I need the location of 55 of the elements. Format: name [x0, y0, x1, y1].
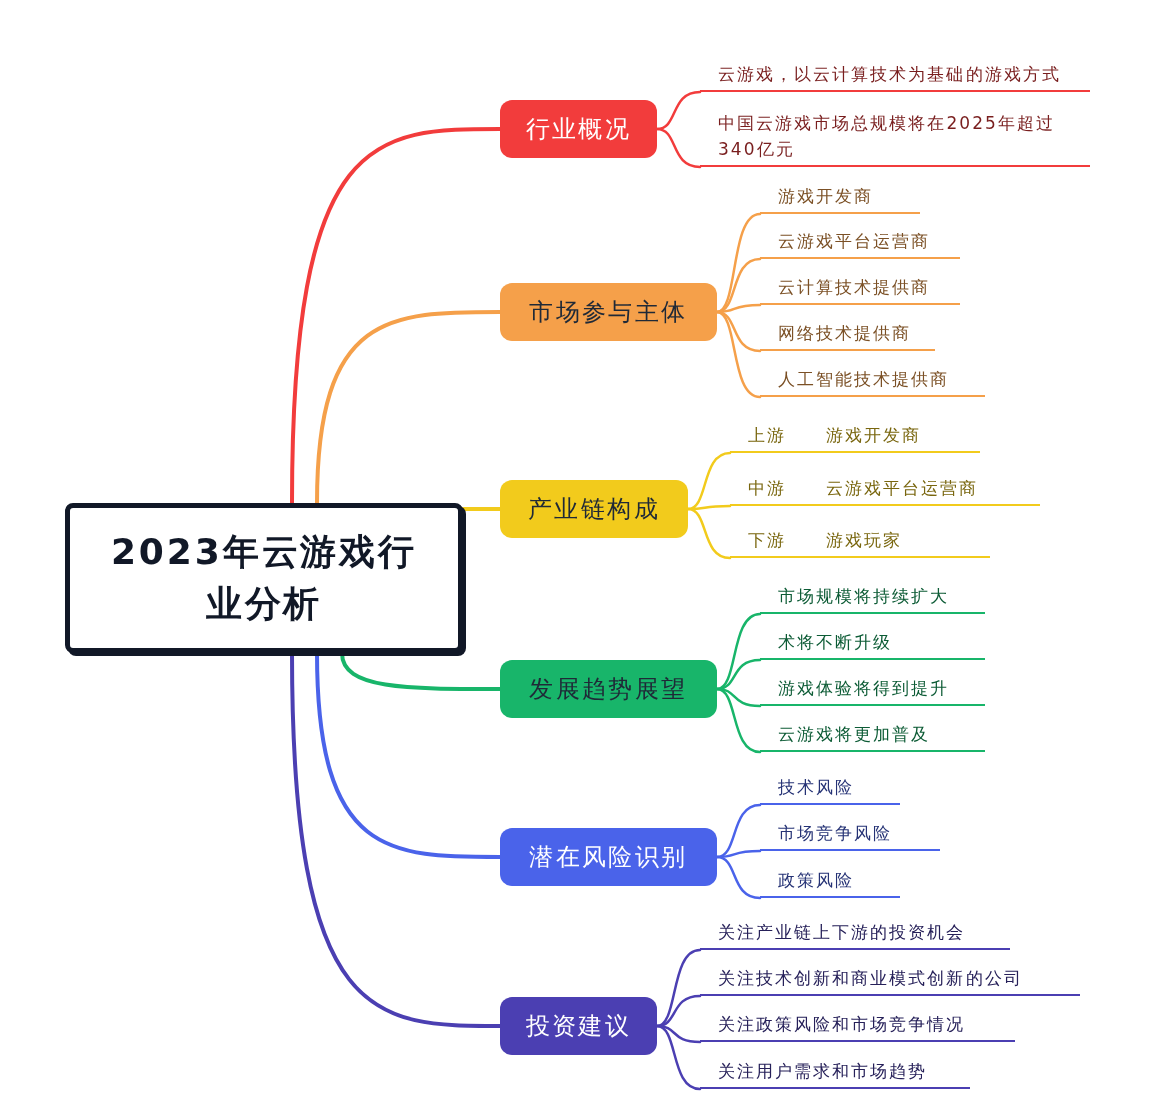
- subtopic-text: 云游戏，以云计算技术为基础的游戏方式: [718, 62, 1061, 86]
- subtopic-item: [760, 584, 985, 614]
- subtopic-item: [700, 1012, 1015, 1042]
- subtopic-text: 技术风险: [778, 775, 855, 799]
- branch-line: [715, 855, 762, 900]
- subtopic-text: 术将不断升级: [778, 630, 893, 654]
- subtopic-text: 云游戏平台运营商: [826, 476, 979, 500]
- subtopic-text: 关注产业链上下游的投资机会: [718, 920, 966, 944]
- subtopic-item: [700, 1059, 970, 1089]
- branch-line: [715, 310, 762, 399]
- subtopic-text: 中游: [748, 476, 787, 500]
- branch-topic-box: [500, 283, 717, 341]
- subtopic-text: 市场规模将持续扩大: [778, 584, 950, 608]
- subtopic-text: 关注政策风险和市场竞争情况: [718, 1012, 966, 1036]
- branch-topic-text: 发展趋势展望: [529, 674, 688, 705]
- branch-line: [315, 310, 502, 505]
- branch-topic-text: 潜在风险识别: [529, 842, 688, 873]
- subtopic-text: 游戏开发商: [778, 184, 874, 208]
- branch-topic-box: [500, 660, 717, 718]
- branch-topic-box: [500, 997, 657, 1055]
- branch-line: [686, 507, 732, 560]
- subtopic-text: 游戏体验将得到提升: [778, 676, 950, 700]
- subtopic-text: 政策风险: [778, 868, 855, 892]
- branch-topic-text: 投资建议: [525, 1011, 632, 1042]
- branch-line: [655, 1024, 702, 1091]
- subtopic-item: [760, 821, 940, 851]
- branch-line: [290, 127, 502, 505]
- branch-line: [715, 612, 762, 691]
- subtopic-text: 中国云游戏市场总规模将在2025年超过340亿元: [718, 112, 1057, 161]
- subtopic-text: 上游: [748, 423, 787, 447]
- branch-topic-box: [500, 828, 717, 886]
- subtopic-text: 云游戏平台运营商: [778, 229, 931, 253]
- subtopic-text: 市场竞争风险: [778, 821, 893, 845]
- branch-topic-box: [500, 480, 688, 538]
- subtopic-text: 下游: [748, 528, 787, 552]
- branch-line: [461, 507, 502, 511]
- branch-line: [655, 127, 702, 169]
- branch-line: [715, 687, 762, 754]
- subtopic-item: [760, 722, 985, 752]
- branch-topic-text: 产业链构成: [528, 494, 660, 525]
- central-topic-box: [65, 503, 463, 653]
- branch-topic-text: 市场参与主体: [529, 297, 688, 328]
- subtopic-text: 云游戏将更加普及: [778, 722, 931, 746]
- subtopic-text: 人工智能技术提供商: [778, 367, 950, 391]
- subtopic-text: 游戏开发商: [826, 423, 922, 447]
- subtopic-text: 网络技术提供商: [778, 321, 912, 345]
- branch-topic-box: [500, 100, 657, 158]
- branch-line: [655, 948, 702, 1028]
- branch-line: [715, 212, 762, 314]
- subtopic-text: 关注技术创新和商业模式创新的公司: [718, 966, 1023, 990]
- branch-topic-text: 行业概况: [525, 114, 632, 145]
- subtopic-text: 云计算技术提供商: [778, 275, 931, 299]
- subtopic-text: 游戏玩家: [826, 528, 903, 552]
- central-topic-text: 2023年云游戏行业分析: [109, 529, 419, 626]
- subtopic-text: 关注用户需求和市场趋势: [718, 1059, 928, 1083]
